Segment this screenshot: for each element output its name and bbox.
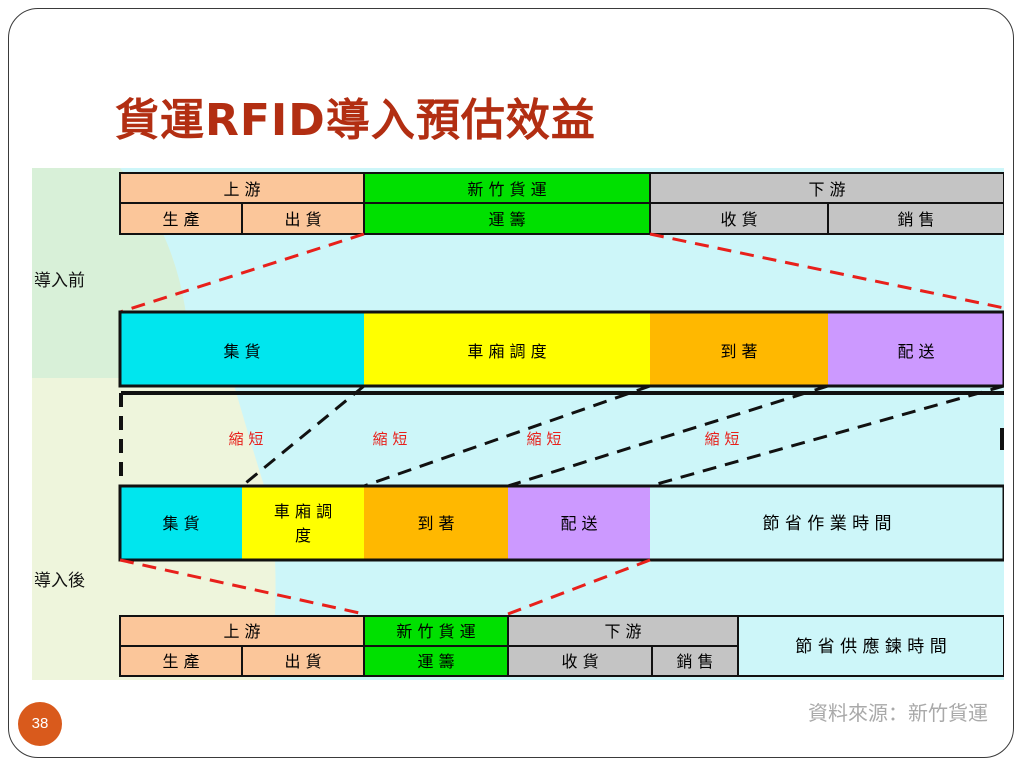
before-process-row: 集 貨 車 廂 調 度 到 著 配 送 [118,310,1004,388]
page-number-badge: 38 [18,702,62,746]
top-transport-planning-label: 運 籌 [488,210,525,229]
top-supply-chain-table: 上 游 新 竹 貨 運 下 游 生 產 出 貨 運 籌 收 貨 銷 售 [119,172,1004,235]
top-upstream-label: 上 游 [223,180,260,199]
top-left-dashed-line [119,232,365,314]
top-right-dashed-line [649,232,1004,310]
top-receiving-label: 收 貨 [720,210,757,229]
shorten-label-2: 縮 短 [373,430,408,448]
bottom-hsinchu-label: 新 竹 貨 運 [396,622,475,641]
label-after-rfid: 導入後 [34,571,85,591]
before-collection-label: 集 貨 [223,342,260,361]
slide-title: 貨運RFID導入預估效益 [115,95,596,146]
bottom-supply-chain-table: 上 游 新 竹 貨 運 下 游 生 產 出 貨 運 籌 收 貨 銷 售 節 省 … [119,615,1004,677]
right-border-stub [1000,428,1004,450]
bottom-upstream-label: 上 游 [223,622,260,641]
top-downstream-label: 下 游 [808,180,845,199]
after-arrival-label: 到 著 [417,514,454,533]
source-note: 資料來源：新竹貨運 [808,701,988,725]
bottom-downstream-label: 下 游 [604,622,641,641]
shorten-label-4: 縮 短 [705,430,740,448]
bottom-right-dashed-line [507,558,651,616]
after-process-row: 集 貨 車 廂 調度 到 著 配 送 節 省 作 業 時 間 [118,484,1004,562]
bottom-receiving-label: 收 貨 [561,652,598,671]
saved-work-time-label: 節 省 作 業 時 間 [762,514,891,534]
saved-supply-chain-time-label: 節 省 供 應 鍊 時 間 [795,636,946,657]
bottom-shipping-label: 出 貨 [284,652,321,671]
rfid-benefit-diagram: 導入前 導入後 上 游 新 竹 貨 運 下 游 生 產 出 貨 運 籌 收 貨 … [32,168,1004,680]
before-arrival-label: 到 著 [720,342,757,361]
shorten-label-3: 縮 短 [527,430,562,448]
top-sales-label: 銷 售 [897,210,934,229]
after-delivery-label: 配 送 [560,514,597,533]
shorten-line-1 [241,384,365,488]
after-collection-label: 集 貨 [162,514,199,533]
top-hsinchu-label: 新 竹 貨 運 [467,180,546,199]
label-before-rfid: 導入前 [34,271,85,291]
top-shipping-label: 出 貨 [284,210,321,229]
after-car-dispatch-line: 度 [295,526,311,545]
bottom-production-label: 生 產 [162,652,199,671]
bottom-transport-planning-label: 運 籌 [417,652,454,671]
shorten-line-3 [507,384,829,488]
shorten-label-1: 縮 短 [229,430,264,448]
shorten-line-4 [649,384,1004,488]
bottom-sales-label: 銷 售 [676,652,713,671]
bottom-left-dashed-line [119,558,365,616]
after-car-dispatch-line: 車 廂 調 [274,502,332,521]
top-production-label: 生 產 [162,210,199,229]
before-delivery-label: 配 送 [897,342,934,361]
before-car-dispatch-label: 車 廂 調 度 [467,342,546,361]
after-car-dispatch-label: 車 廂 調度 [274,502,332,545]
shorten-line-2 [363,384,651,488]
